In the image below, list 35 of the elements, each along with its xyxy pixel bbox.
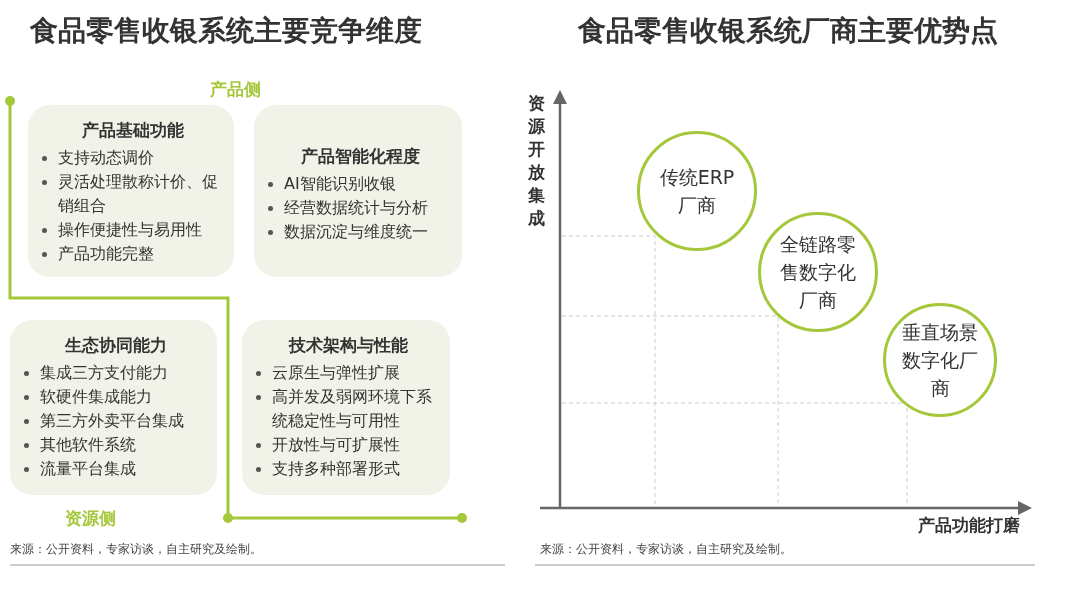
axis-label: 产品功能打磨: [918, 514, 1020, 537]
card-heading: 产品基础功能: [81, 119, 185, 142]
bullet-item: 云原生与弹性扩展: [256, 361, 440, 385]
axis-label: 资源开放集成: [528, 92, 546, 230]
bullet-item: 流量平台集成: [24, 457, 207, 481]
feature-card: [28, 105, 234, 277]
axis-label: 产品侧: [210, 78, 261, 101]
feature-card: [242, 320, 450, 495]
bullet-item: AI智能识别收银: [268, 172, 452, 196]
source-note: 来源：公开资料，专家访谈，自主研究及绘制。: [10, 541, 262, 558]
bullet-item: 经营数据统计与分析: [268, 196, 452, 220]
bullet-item: 集成三方支付能力: [24, 361, 207, 385]
axis-label: 资源侧: [65, 507, 116, 530]
bullet-item: 支持动态调价: [42, 146, 224, 170]
bullet-item: 产品功能完整: [42, 242, 224, 266]
feature-card: [10, 320, 217, 495]
feature-card: [254, 105, 462, 277]
bullet-item: 高并发及弱网环境下系统稳定性与可用性: [256, 385, 440, 433]
card-heading: 技术架构与性能: [287, 334, 409, 357]
bullet-item: 数据沉淀与维度统一: [268, 220, 452, 244]
card-heading: 产品智能化程度: [299, 145, 421, 168]
bullet-item: 操作便捷性与易用性: [42, 218, 224, 242]
bullet-item: 开放性与可扩展性: [256, 433, 440, 457]
card-heading: 生态协同能力: [63, 334, 168, 357]
circle-label: 垂直场景数字化厂商: [901, 320, 979, 401]
bullet-item: 第三方外卖平台集成: [24, 409, 207, 433]
bullet-item: 灵活处理散称计价、促销组合: [42, 170, 224, 218]
title: 食品零售收银系统主要竞争维度: [30, 13, 422, 49]
circle-label: 传统ERP厂商: [658, 165, 736, 218]
bullet-item: 其他软件系统: [24, 433, 207, 457]
source-note: 来源：公开资料，专家访谈，自主研究及绘制。: [540, 541, 792, 558]
title: 食品零售收银系统厂商主要优势点: [578, 13, 998, 49]
bullet-item: 软硬件集成能力: [24, 385, 207, 409]
circle-label: 全链路零售数字化厂商: [779, 232, 857, 313]
bullet-item: 支持多种部署形式: [256, 457, 440, 481]
